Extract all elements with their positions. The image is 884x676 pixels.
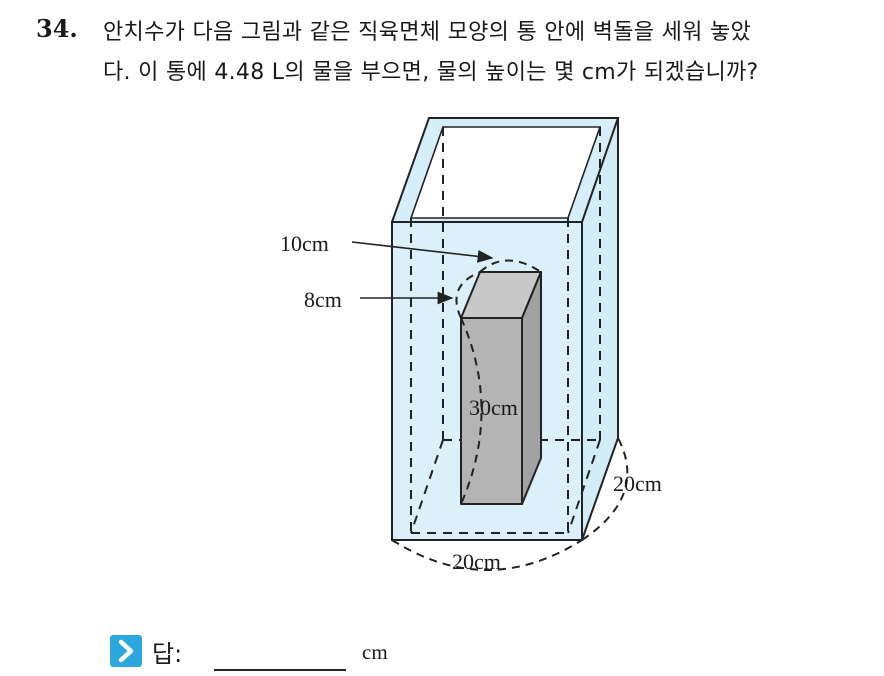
leader-arrows — [351, 241, 494, 305]
answer-unit: cm — [362, 640, 388, 664]
brick-depth-label: 8cm — [304, 287, 342, 312]
brick-height-label: 30cm — [469, 395, 518, 420]
chevron-right-icon — [110, 635, 142, 667]
container-depth-label: 20cm — [613, 471, 662, 496]
container-width-arc — [391, 539, 583, 571]
container-right-face — [582, 118, 618, 540]
brick-width-arc — [479, 259, 542, 273]
answer-label: 답: — [152, 640, 183, 668]
answer-row: 답: cm — [110, 632, 430, 672]
question-text-line-2: 다. 이 통에 4.48 L의 물을 부으면, 물의 높이는 몇 cm가 되겠습… — [103, 60, 759, 85]
question-number: 34. — [36, 14, 78, 43]
dimension-arcs — [391, 259, 629, 571]
container-depth-arc — [581, 437, 629, 541]
answer-blank[interactable] — [214, 669, 346, 671]
question-text-line-1: 안치수가 다음 그림과 같은 직육면체 모양의 통 안에 벽돌을 세워 놓았 — [103, 20, 752, 45]
brick-depth-arc — [455, 271, 481, 319]
container-width-label: 20cm — [452, 549, 501, 574]
hidden-edges — [410, 127, 601, 534]
brick-width-label: 10cm — [280, 231, 329, 256]
